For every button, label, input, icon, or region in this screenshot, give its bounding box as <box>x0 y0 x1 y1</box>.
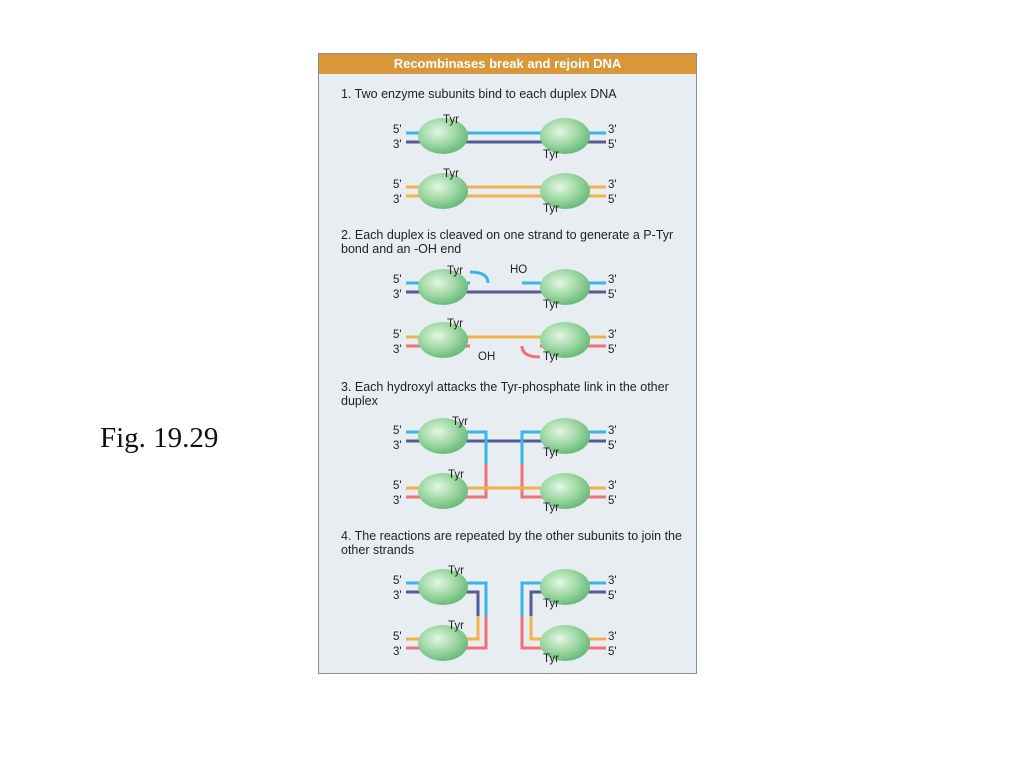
tyr-label: Tyr <box>543 149 559 161</box>
three-prime-label: 3' <box>393 590 402 602</box>
subunit <box>418 173 468 209</box>
three-prime-label: 3' <box>608 631 617 643</box>
five-prime-label: 5' <box>608 139 617 151</box>
subunit <box>540 118 590 154</box>
three-prime-label: 3' <box>608 425 617 437</box>
subunit <box>540 625 590 661</box>
five-prime-label: 5' <box>608 440 617 452</box>
tyr-label: Tyr <box>543 653 559 665</box>
step-1-diagram: Tyr Tyr Tyr Tyr 5' 3' 3' 5' 5' 3' 3' 5' <box>393 114 617 215</box>
five-prime-label: 5' <box>393 575 402 587</box>
tyr-label: Tyr <box>448 565 464 577</box>
panel-title: Recombinases break and rejoin DNA <box>319 54 696 74</box>
three-prime-label: 3' <box>608 274 617 286</box>
subunit <box>418 625 468 661</box>
five-prime-label: 5' <box>608 646 617 658</box>
five-prime-label: 5' <box>393 274 402 286</box>
tyr-label: Tyr <box>543 351 559 363</box>
figure-label: Fig. 19.29 <box>100 422 219 454</box>
tyr-label: Tyr <box>543 299 559 311</box>
tyr-label: Tyr <box>452 416 468 428</box>
tyr-label: Tyr <box>443 168 459 180</box>
three-prime-label: 3' <box>393 646 402 658</box>
three-prime-label: 3' <box>393 495 402 507</box>
subunit <box>418 569 468 605</box>
strand-cyan-hook <box>469 270 490 284</box>
subunit <box>540 322 590 358</box>
ho-label: HO <box>510 264 527 276</box>
five-prime-label: 5' <box>393 179 402 191</box>
step-3-text: 3. Each hydroxyl attacks the Tyr-phospha… <box>341 380 669 408</box>
diagram-panel: Recombinases break and rejoin DNA 1. Two… <box>318 53 697 674</box>
oh-label: OH <box>478 351 495 363</box>
tyr-label: Tyr <box>447 318 463 330</box>
step-4-text: 4. The reactions are repeated by the oth… <box>341 529 682 557</box>
five-prime-label: 5' <box>393 425 402 437</box>
five-prime-label: 5' <box>608 344 617 356</box>
tyr-label: Tyr <box>448 469 464 481</box>
subunit <box>418 418 468 454</box>
five-prime-label: 5' <box>608 194 617 206</box>
subunit <box>540 569 590 605</box>
three-prime-label: 3' <box>393 289 402 301</box>
five-prime-label: 5' <box>608 590 617 602</box>
tyr-label: Tyr <box>443 114 459 126</box>
three-prime-label: 3' <box>608 124 617 136</box>
five-prime-label: 5' <box>393 631 402 643</box>
subunit <box>540 418 590 454</box>
five-prime-label: 5' <box>608 289 617 301</box>
three-prime-label: 3' <box>393 344 402 356</box>
three-prime-label: 3' <box>608 575 617 587</box>
subunit <box>418 118 468 154</box>
tyr-label: Tyr <box>543 447 559 459</box>
three-prime-label: 3' <box>393 440 402 452</box>
five-prime-label: 5' <box>393 124 402 136</box>
subunit <box>418 473 468 509</box>
tyr-label: Tyr <box>543 502 559 514</box>
three-prime-label: 3' <box>393 139 402 151</box>
three-prime-label: 3' <box>608 480 617 492</box>
tyr-label: Tyr <box>447 265 463 277</box>
step-3-diagram: Tyr Tyr Tyr Tyr 5' 3' 3' 5' 5' 3' 3' 5' <box>393 416 617 514</box>
three-prime-label: 3' <box>608 179 617 191</box>
tyr-label: Tyr <box>448 620 464 632</box>
five-prime-label: 5' <box>393 480 402 492</box>
subunit <box>540 173 590 209</box>
tyr-label: Tyr <box>543 203 559 215</box>
subunit <box>418 322 468 358</box>
subunit <box>540 473 590 509</box>
tyr-label: Tyr <box>543 598 559 610</box>
step-2-text: 2. Each duplex is cleaved on one strand … <box>341 228 674 256</box>
five-prime-label: 5' <box>393 329 402 341</box>
subunit <box>540 269 590 305</box>
step-2-diagram: Tyr HO Tyr Tyr OH Tyr 5' 3' 3' 5' 5' 3' … <box>393 264 617 363</box>
three-prime-label: 3' <box>393 194 402 206</box>
three-prime-label: 3' <box>608 329 617 341</box>
strand-red-hook <box>520 345 541 359</box>
step-4-diagram: Tyr Tyr Tyr Tyr 5' 3' 3' 5' 5' 3' 3' 5' <box>393 565 617 665</box>
step-1-text: 1. Two enzyme subunits bind to each dupl… <box>341 87 617 101</box>
five-prime-label: 5' <box>608 495 617 507</box>
subunit <box>418 269 468 305</box>
